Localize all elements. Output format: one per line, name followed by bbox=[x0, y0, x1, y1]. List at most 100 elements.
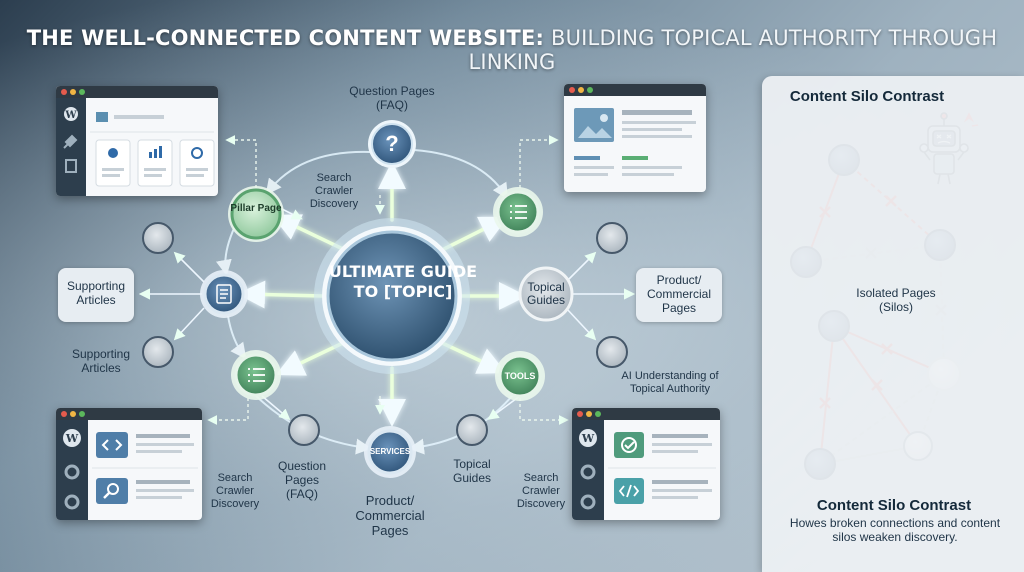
window-dot bbox=[61, 89, 67, 95]
topical-guides-node-label: Topical Guides bbox=[526, 280, 566, 307]
list-node-top[interactable] bbox=[493, 187, 543, 237]
list-icon bbox=[248, 368, 265, 382]
gear-icon bbox=[580, 494, 596, 510]
dash-topnode-card bbox=[519, 135, 559, 188]
window-dot bbox=[70, 89, 76, 95]
sat-lower-q bbox=[261, 395, 291, 421]
admin-sidebar: W bbox=[572, 420, 604, 520]
window-titlebar bbox=[572, 408, 720, 420]
image-icon bbox=[96, 112, 108, 122]
window-dot bbox=[587, 87, 593, 93]
wordpress-icon bbox=[63, 429, 81, 447]
svg-text:W: W bbox=[64, 110, 77, 121]
question-pages-top-label: Question Pages (FAQ) bbox=[349, 84, 435, 112]
website-card-bottom-right[interactable]: W bbox=[572, 408, 720, 520]
product-pages-bottom-label: Product/ Commercial Pages bbox=[355, 493, 425, 538]
sat-doc-ul bbox=[173, 251, 205, 283]
website-card-bottom-left[interactable]: W bbox=[56, 408, 202, 520]
admin-sidebar: W bbox=[56, 420, 88, 520]
ring-q-topnode bbox=[413, 149, 509, 200]
website-card-top-left[interactable]: W bbox=[56, 86, 218, 196]
search-crawler-top-label: Search Crawler Discovery bbox=[309, 172, 359, 210]
pillar-node[interactable] bbox=[228, 186, 284, 242]
title-part-2: BUILDING TOPICAL AUTHORITY THROUGH LINKI… bbox=[468, 26, 998, 74]
link-hub-docnode bbox=[237, 280, 324, 309]
content-silo-panel bbox=[762, 76, 1024, 572]
document-icon bbox=[216, 284, 232, 304]
window-dot bbox=[70, 411, 76, 417]
search-crawler-bottom-right-label: Search Crawler Discovery bbox=[516, 472, 566, 510]
gear-icon bbox=[64, 464, 80, 480]
question-mark: ? bbox=[385, 131, 399, 156]
panel-footer-description: Howes broken connections and content sil… bbox=[789, 516, 1001, 544]
isolated-pages-label: Isolated Pages (Silos) bbox=[856, 286, 936, 314]
admin-sidebar: W bbox=[56, 98, 86, 196]
satellite-node[interactable] bbox=[142, 336, 174, 368]
satellite-node[interactable] bbox=[142, 222, 174, 254]
supporting-articles-pill bbox=[58, 268, 134, 322]
satellite-node[interactable] bbox=[288, 414, 320, 446]
link-hub-topnode bbox=[440, 216, 509, 252]
satellite-node[interactable] bbox=[596, 336, 628, 368]
supporting-articles-left-label: Supporting Articles bbox=[66, 279, 126, 307]
services-node[interactable] bbox=[364, 426, 416, 478]
card-content bbox=[608, 432, 716, 504]
document-node[interactable] bbox=[200, 270, 248, 318]
window-dot bbox=[595, 411, 601, 417]
card-content bbox=[92, 432, 198, 504]
sidebar-icons: W bbox=[63, 429, 81, 510]
pages-icon bbox=[65, 159, 77, 173]
website-card-top-right[interactable] bbox=[564, 84, 706, 192]
product-pages-pill bbox=[636, 268, 722, 322]
gear-icon bbox=[64, 494, 80, 510]
ring-q-pillar bbox=[265, 150, 371, 196]
pillar-page-label: Pillar Page bbox=[230, 203, 282, 214]
window-titlebar bbox=[56, 86, 218, 98]
dash-tools-card bbox=[519, 398, 569, 425]
satellite-lines bbox=[138, 207, 636, 421]
code-icon bbox=[96, 432, 128, 458]
svg-text:W: W bbox=[581, 432, 595, 445]
ring-doc-lower bbox=[227, 315, 247, 360]
sidebar-icons: W bbox=[63, 107, 78, 173]
question-node[interactable] bbox=[368, 120, 416, 168]
search-crawler-bottom-left-label: Search Crawler Discovery bbox=[210, 472, 260, 510]
window-dot bbox=[79, 411, 85, 417]
satellite-node[interactable] bbox=[596, 222, 628, 254]
window-dot bbox=[577, 411, 583, 417]
gear-icon bbox=[108, 148, 118, 158]
lock-icon bbox=[191, 147, 203, 159]
dash-pillar-card bbox=[225, 135, 257, 188]
satellite-nodes bbox=[142, 222, 628, 446]
tools-node[interactable] bbox=[495, 351, 545, 401]
window-dot bbox=[79, 89, 85, 95]
hub-label: ULTIMATE GUIDE TO [TOPIC] bbox=[328, 262, 478, 301]
dashed-connectors bbox=[207, 135, 569, 425]
topical-guides-bottom-label: Topical Guides bbox=[452, 457, 492, 485]
product-pages-right-label: Product/ Commercial Pages bbox=[646, 273, 711, 315]
tools-label: TOOLS bbox=[504, 371, 536, 381]
satellite-node[interactable] bbox=[456, 414, 488, 446]
ai-understanding-label: AI Understanding of Topical Authority bbox=[621, 370, 719, 395]
list-icon bbox=[510, 205, 527, 219]
wordpress-icon bbox=[579, 429, 597, 447]
dash-lower-card bbox=[207, 398, 249, 425]
panel-title: Content Silo Contrast bbox=[789, 88, 945, 105]
page-title: THE WELL-CONNECTED CONTENT WEBSITE: BUIL… bbox=[0, 26, 1024, 74]
panel-footer-title: Content Silo Contrast bbox=[816, 497, 972, 514]
window-titlebar bbox=[564, 84, 706, 96]
hub-node[interactable] bbox=[314, 218, 470, 374]
sat-doc-ll bbox=[173, 307, 205, 341]
topical-node[interactable] bbox=[518, 266, 574, 322]
list-node-bottom[interactable] bbox=[231, 350, 281, 400]
sat-topical-ur bbox=[565, 251, 597, 283]
services-label: SERVICES bbox=[369, 447, 411, 456]
chart-icon bbox=[149, 146, 162, 158]
supporting-articles-lower-label: Supporting Articles bbox=[71, 347, 131, 375]
card-content bbox=[90, 112, 215, 187]
window-dot bbox=[61, 411, 67, 417]
window-dot bbox=[586, 411, 592, 417]
window-titlebar bbox=[56, 408, 202, 420]
card-content bbox=[574, 108, 696, 176]
question-pages-bottom-label: Question Pages (FAQ) bbox=[277, 459, 327, 501]
